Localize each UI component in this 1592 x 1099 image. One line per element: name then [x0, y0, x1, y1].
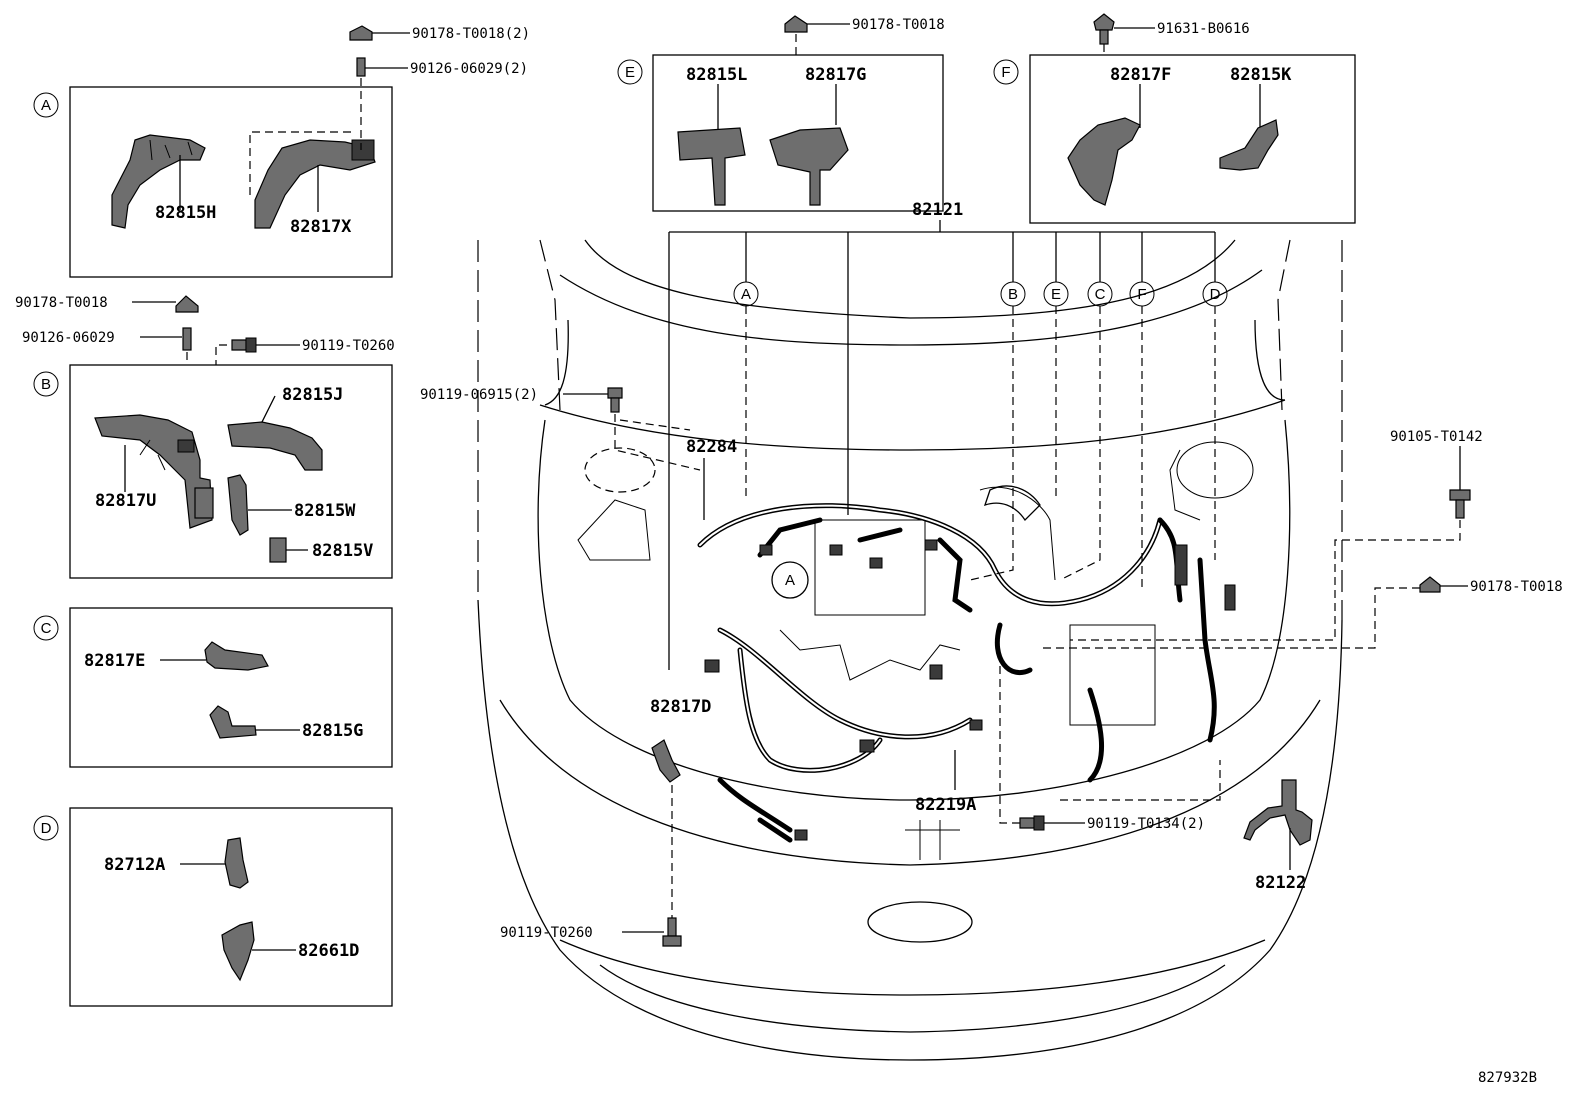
- svg-text:82817D: 82817D: [650, 697, 711, 717]
- label-82661D: 82661D: [298, 941, 359, 961]
- part-82815V-shape[interactable]: [269, 537, 287, 563]
- svg-text:E: E: [1051, 286, 1061, 303]
- label-82815W: 82815W: [294, 501, 356, 521]
- engine-bay-harness: A: [697, 485, 1236, 843]
- callout-ref-c[interactable]: C: [1087, 281, 1113, 307]
- part-82817E-shape[interactable]: [204, 641, 269, 671]
- detail-box-d: D 82712A 82661D: [33, 807, 393, 1007]
- harness-82122-callout[interactable]: 82122: [1243, 779, 1313, 893]
- detail-box-f: F 82817F 82815K: [993, 54, 1356, 224]
- svg-text:F: F: [1137, 286, 1146, 303]
- fastener-90126-06029-2[interactable]: 90126-06029(2): [356, 57, 528, 77]
- detail-box-e: E 82815L 82817G: [617, 54, 944, 212]
- svg-text:90178-T0018: 90178-T0018: [15, 295, 108, 311]
- label-82817U: 82817U: [95, 491, 156, 511]
- svg-text:A: A: [41, 97, 51, 114]
- label-82817X: 82817X: [290, 217, 352, 237]
- svg-text:A: A: [741, 286, 751, 303]
- label-82219A-callout[interactable]: 82219A: [915, 750, 976, 815]
- label-82817F: 82817F: [1110, 65, 1171, 85]
- svg-text:90119-06915(2): 90119-06915(2): [420, 387, 538, 403]
- callout-circle-e[interactable]: E: [617, 59, 643, 85]
- part-82815H-shape[interactable]: [111, 134, 206, 229]
- label-82815V: 82815V: [312, 541, 373, 561]
- label-82817G: 82817G: [805, 65, 866, 85]
- label-82815G: 82815G: [302, 721, 363, 741]
- svg-text:82122: 82122: [1255, 873, 1306, 893]
- fastener-90178-T0018-right[interactable]: 90178-T0018: [1419, 576, 1563, 595]
- svg-text:90126-06029: 90126-06029: [22, 330, 115, 346]
- callout-circle-a[interactable]: A: [33, 92, 59, 118]
- detail-box-a: A 82815H 82817X: [33, 86, 393, 278]
- callout-ref-f[interactable]: F: [1129, 281, 1155, 307]
- svg-text:B: B: [1008, 286, 1018, 303]
- part-82815L-shape[interactable]: [677, 127, 746, 206]
- part-82661D-shape[interactable]: [221, 921, 255, 982]
- svg-text:90178-T0018: 90178-T0018: [852, 17, 945, 33]
- callout-ref-a[interactable]: A: [733, 281, 759, 307]
- svg-text:C: C: [1095, 286, 1106, 303]
- diagram-id: 827932B: [1478, 1070, 1537, 1086]
- svg-text:B: B: [41, 376, 51, 393]
- svg-text:90119-T0260: 90119-T0260: [302, 338, 395, 354]
- part-82815J-shape[interactable]: [227, 421, 323, 471]
- svg-text:90126-06029(2): 90126-06029(2): [410, 61, 528, 77]
- callout-circle-f[interactable]: F: [993, 59, 1019, 85]
- svg-text:82121: 82121: [912, 200, 963, 220]
- car-front-outline: [477, 239, 1343, 1061]
- part-82815W-shape[interactable]: [227, 474, 249, 536]
- label-82815L: 82815L: [686, 65, 747, 85]
- label-82815J: 82815J: [282, 385, 343, 405]
- svg-text:D: D: [41, 820, 52, 837]
- label-82817E: 82817E: [84, 651, 145, 671]
- part-82815G-shape[interactable]: [209, 705, 257, 739]
- fastener-90126-06029-b[interactable]: 90126-06029: [22, 327, 192, 351]
- svg-text:90119-T0260: 90119-T0260: [500, 925, 593, 941]
- svg-text:F: F: [1001, 64, 1010, 81]
- callout-circle-c[interactable]: C: [33, 615, 59, 641]
- detail-box-b: B 82817U 82815J 82815W 82815V: [33, 364, 393, 579]
- fastener-90119-06915-2[interactable]: 90119-06915(2): [420, 387, 623, 413]
- svg-text:82219A: 82219A: [915, 795, 976, 815]
- harness-82121-callout[interactable]: 82121: [668, 200, 1216, 670]
- fastener-90178-T0018-b[interactable]: 90178-T0018: [15, 295, 199, 313]
- fastener-90119-T0260-b[interactable]: 90119-T0260: [231, 337, 395, 354]
- label-82817D-callout[interactable]: 82817D: [650, 697, 711, 783]
- svg-text:E: E: [625, 64, 635, 81]
- svg-text:82284: 82284: [686, 437, 737, 457]
- callout-circle-d[interactable]: D: [33, 815, 59, 841]
- part-82817F-shape[interactable]: [1067, 117, 1141, 206]
- label-82712A: 82712A: [104, 855, 165, 875]
- svg-text:90105-T0142: 90105-T0142: [1390, 429, 1483, 445]
- fastener-90105-T0142[interactable]: 90105-T0142: [1390, 429, 1483, 519]
- part-82815K-shape[interactable]: [1219, 119, 1279, 171]
- callout-ref-e[interactable]: E: [1043, 281, 1069, 307]
- fastener-90119-T0260-bottom[interactable]: 90119-T0260: [500, 917, 682, 947]
- label-82815K: 82815K: [1230, 65, 1292, 85]
- label-82284-callout[interactable]: 82284: [686, 437, 737, 520]
- fastener-90178-T0018-e[interactable]: 90178-T0018: [784, 15, 945, 33]
- callout-ref-b[interactable]: B: [1000, 281, 1026, 307]
- part-82712A-shape[interactable]: [224, 837, 249, 889]
- fastener-90178-T0018-2[interactable]: 90178-T0018(2): [349, 25, 530, 42]
- svg-text:A: A: [785, 572, 795, 589]
- svg-text:90178-T0018: 90178-T0018: [1470, 579, 1563, 595]
- fastener-91631-B0616[interactable]: 91631-B0616: [1093, 13, 1250, 45]
- part-82817G-shape[interactable]: [769, 127, 849, 206]
- detail-box-c: C 82817E 82815G: [33, 607, 393, 768]
- svg-text:D: D: [1210, 286, 1221, 303]
- callout-circle-b[interactable]: B: [33, 371, 59, 397]
- svg-text:C: C: [41, 620, 52, 637]
- svg-text:90178-T0018(2): 90178-T0018(2): [412, 26, 530, 42]
- label-82815H: 82815H: [155, 203, 216, 223]
- svg-text:91631-B0616: 91631-B0616: [1157, 21, 1250, 37]
- fastener-90119-T0134-2[interactable]: 90119-T0134(2): [1019, 815, 1205, 832]
- svg-text:90119-T0134(2): 90119-T0134(2): [1087, 816, 1205, 832]
